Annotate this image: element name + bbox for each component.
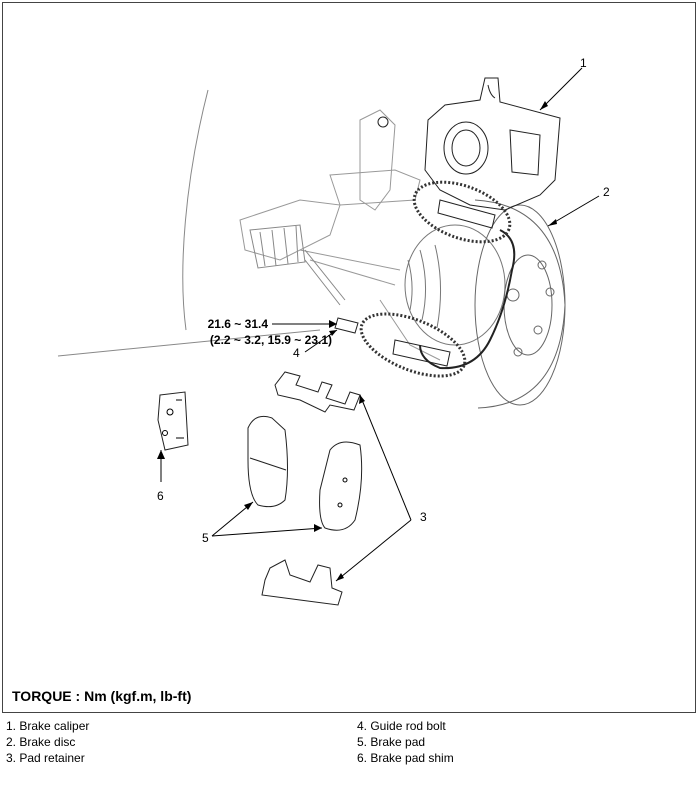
diagram-frame <box>2 2 696 713</box>
pad-shim <box>157 391 189 451</box>
lower-guide-highlight <box>359 312 467 378</box>
legend-item: 3. Pad retainer <box>6 751 85 765</box>
legend-left: 1. Brake caliper 2. Brake disc 3. Pad re… <box>6 718 89 766</box>
steering-knuckle <box>239 109 441 361</box>
caliper-bracket <box>419 229 516 370</box>
brake-disc <box>474 199 566 409</box>
guide-rod-bolt <box>334 317 359 334</box>
callout-1: 1 <box>580 56 587 70</box>
fender-arc <box>182 89 209 331</box>
callout-5: 5 <box>202 531 209 545</box>
legend-item: 1. Brake caliper <box>6 719 90 733</box>
torque-unit-label: TORQUE : Nm (kgf.m, lb-ft) <box>12 688 192 704</box>
legend-right: 4. Guide rod bolt 5. Brake pad 6. Brake … <box>357 718 454 766</box>
pad-retainer-upper <box>274 371 361 413</box>
upper-guide-pin <box>437 199 496 229</box>
callout-3: 3 <box>420 510 427 524</box>
driveshaft-boot <box>404 224 506 346</box>
upper-guide-highlight <box>412 180 512 244</box>
lower-guide-pin <box>392 339 451 367</box>
legend-item: 6. Brake pad shim <box>357 751 454 765</box>
legend-item: 4. Guide rod bolt <box>357 719 446 733</box>
pad-retainer-lower <box>261 559 343 606</box>
brake-pad-right <box>319 441 363 531</box>
brake-pad-left <box>247 415 288 508</box>
torque-spec-nm: 21.6 ~ 31.4 <box>207 317 268 331</box>
ground-line <box>57 329 321 357</box>
brake-caliper <box>377 77 561 211</box>
torque-spec-alt: (2.2 ~ 3.2, 15.9 ~ 23.1) <box>209 333 332 347</box>
tie-rod-boot <box>249 224 346 306</box>
callout-4: 4 <box>293 346 300 360</box>
callout-2: 2 <box>603 185 610 199</box>
legend-item: 2. Brake disc <box>6 735 76 749</box>
callout-6: 6 <box>157 489 164 503</box>
legend-item: 5. Brake pad <box>357 735 426 749</box>
